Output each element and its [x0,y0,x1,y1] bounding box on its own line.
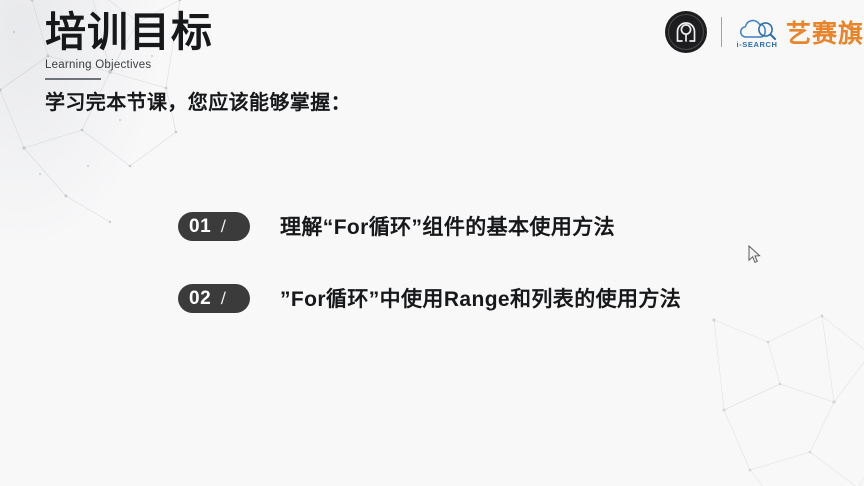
objective-number: 01 [189,215,212,237]
objective-number-badge: 02 / [178,283,250,313]
isearch-wordmark: i-SEARCH [736,39,778,49]
objective-text: 理解“For循环”组件的基本使用方法 [280,216,616,239]
brand-logo-cluster: i-SEARCH 艺赛旗 [664,8,864,56]
page-title: 培训目标 [45,9,213,55]
list-item: 01 / 理解“For循环”组件的基本使用方法 [178,208,838,244]
objective-number-badge: 01 / [178,211,250,241]
lead-statement: 学习完本节课，您应该能够掌握： [45,92,351,114]
objectives-list: 01 / 理解“For循环”组件的基本使用方法 02 / ”For循环”中使用R… [178,208,838,352]
slash-icon: / [220,288,227,308]
objective-number: 02 [189,287,212,309]
slash-icon: / [220,216,227,236]
cloud-search-icon [739,19,777,40]
list-item: 02 / ”For循环”中使用Range和列表的使用方法 [178,280,838,316]
logo-divider [720,17,722,47]
robot-circle-icon [664,11,707,53]
title-divider [45,78,101,80]
title-block: 培训目标 Learning Objectives [45,8,213,71]
page-subtitle-en: Learning Objectives [45,59,152,72]
brand-name-cn: 艺赛旗 [785,20,864,48]
isearch-logo: i-SEARCH [734,16,780,49]
objective-text: ”For循环”中使用Range和列表的使用方法 [280,288,682,311]
